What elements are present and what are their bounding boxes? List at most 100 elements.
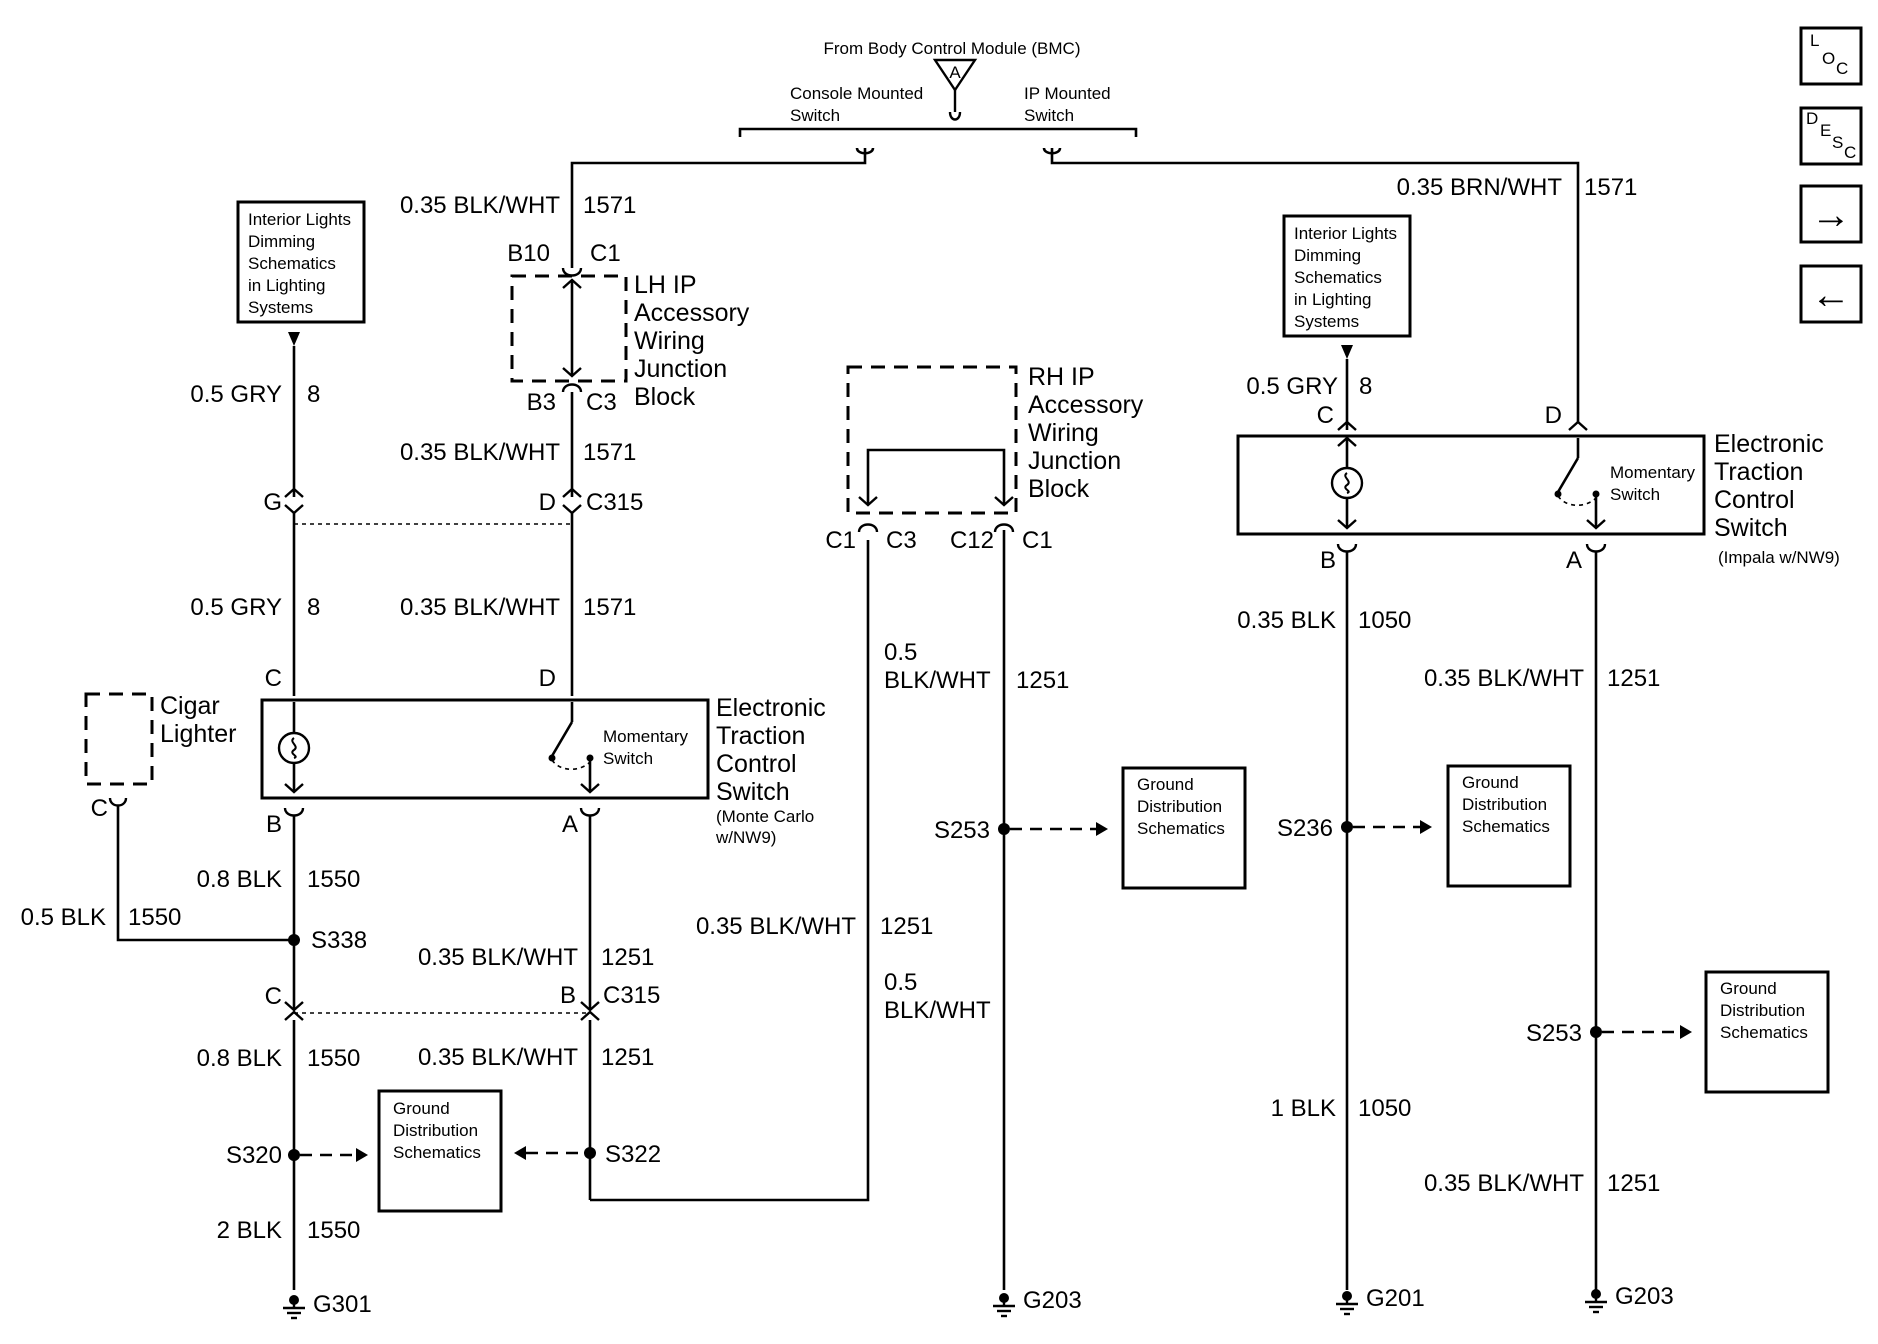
impala-label: (Impala w/NW9) xyxy=(1718,548,1840,567)
rh-ip-junction-block xyxy=(846,365,1018,515)
splice-s236-dot xyxy=(1341,821,1353,833)
ground-icon-g301 xyxy=(281,1293,307,1320)
svg-text:C: C xyxy=(1836,59,1848,78)
wire-gry-label-2: 0.5 GRY xyxy=(190,594,282,621)
rh-block-label-2: Accessory xyxy=(1028,391,1144,419)
etc-label-left-3: Control xyxy=(716,750,797,778)
ground-ref-right-upper[interactable]: Ground Distribution Schematics xyxy=(1446,764,1572,888)
rh-block-label-1: RH IP xyxy=(1028,363,1095,391)
svg-text:Distribution: Distribution xyxy=(1462,795,1547,814)
etc-label-right-2: Traction xyxy=(1714,458,1803,486)
svg-text:Schematics: Schematics xyxy=(1720,1023,1808,1042)
splice-s320-dot xyxy=(288,1149,300,1161)
svg-text:Schematics: Schematics xyxy=(1462,817,1550,836)
circuit-1251-right-label-1: 1251 xyxy=(1607,665,1660,692)
svg-text:C: C xyxy=(1844,143,1856,162)
pin-b-right: B xyxy=(1320,547,1336,574)
cigar-lighter xyxy=(84,692,154,786)
pin-a-right: A xyxy=(1566,547,1582,574)
circuit-1251-label-1: 1251 xyxy=(601,944,654,971)
wire-blkwht-label-3: 0.35 BLK/WHT xyxy=(400,594,560,621)
etc-label-right-1: Electronic xyxy=(1714,430,1824,458)
svg-text:S: S xyxy=(1832,133,1843,152)
svg-text:Schematics: Schematics xyxy=(1137,819,1225,838)
wire-gry-label-3: 0.5 GRY xyxy=(1246,373,1338,400)
circuit-1550-label-4: 1550 xyxy=(307,1217,360,1244)
momentary-label-right-2: Switch xyxy=(1610,485,1660,504)
etc-label-right-4: Switch xyxy=(1714,514,1788,542)
wire-h2-label-1: 0.5 xyxy=(884,969,917,996)
ground-g301: G301 xyxy=(313,1291,372,1318)
rh-block-label-4: Junction xyxy=(1028,447,1121,475)
ground-icon-g201 xyxy=(1334,1289,1360,1316)
pin-b-left: B xyxy=(266,811,282,838)
wire-blkwht-label-2: 0.35 BLK/WHT xyxy=(400,439,560,466)
arrow-right-icon: → xyxy=(1811,193,1851,237)
cigar-label-2: Lighter xyxy=(160,720,236,748)
pin-c-right: C xyxy=(1317,402,1334,429)
svg-text:Ground: Ground xyxy=(1462,773,1519,792)
svg-text:Distribution: Distribution xyxy=(1137,797,1222,816)
circuit-1251-label-2: 1251 xyxy=(601,1044,654,1071)
etc-label-right-3: Control xyxy=(1714,486,1795,514)
bcm-title: From Body Control Module (BMC) xyxy=(824,39,1081,58)
circuit-1571-label-4: 1571 xyxy=(1584,174,1637,201)
pin-c1-left: C1 xyxy=(590,240,621,267)
wire-1251-right-label-1: 0.35 BLK/WHT xyxy=(1424,665,1584,692)
wire-blk-label-3: 0.8 BLK xyxy=(197,1045,282,1072)
circuit-1550-label-3: 1550 xyxy=(307,1045,360,1072)
pin-c12-rh: C12 xyxy=(950,527,994,554)
bcm-bracket xyxy=(738,127,1138,137)
svg-text:Ground: Ground xyxy=(393,1099,450,1118)
wire-gry-label-1: 0.5 GRY xyxy=(190,381,282,408)
svg-text:O: O xyxy=(1822,49,1835,68)
momentary-label-left-2: Switch xyxy=(603,749,653,768)
svg-text:Distribution: Distribution xyxy=(393,1121,478,1140)
next-page-button[interactable]: → xyxy=(1799,184,1863,244)
console-switch-label-1: Console Mounted xyxy=(790,84,923,103)
circuit-1571-label-3: 1571 xyxy=(583,594,636,621)
ground-ref-left[interactable]: Ground Distribution Schematics xyxy=(377,1089,503,1213)
pin-right-feed xyxy=(1042,147,1062,155)
svg-text:Systems: Systems xyxy=(248,298,313,317)
circuit-1550-label-cigar: 1550 xyxy=(128,904,181,931)
circuit-1571-label-1: 1571 xyxy=(583,192,636,219)
lighting-ref-right[interactable]: Interior Lights Dimming Schematics in Li… xyxy=(1282,214,1412,338)
prev-page-button[interactable]: ← xyxy=(1799,264,1863,324)
wire-blk-1050-label-1: 0.35 BLK xyxy=(1237,607,1336,634)
ground-ref-mid[interactable]: Ground Distribution Schematics xyxy=(1121,766,1247,890)
splice-s338: S338 xyxy=(311,927,367,954)
pin-c1-rh-right: C1 xyxy=(1022,527,1053,554)
desc-button[interactable]: D E S C xyxy=(1799,106,1863,166)
pin-d-label: D xyxy=(539,489,556,516)
svg-text:Distribution: Distribution xyxy=(1720,1001,1805,1020)
splice-s253-mid: S253 xyxy=(934,817,990,844)
arrow-left-icon: ← xyxy=(1811,273,1851,317)
cigar-label-1: Cigar xyxy=(160,692,220,720)
ground-g201: G201 xyxy=(1366,1285,1425,1312)
circuit-1251-label-3: 1251 xyxy=(880,913,933,940)
pin-c3-left: C3 xyxy=(586,389,617,416)
wire-1251-label-3: 0.35 BLK/WHT xyxy=(696,913,856,940)
svg-text:Systems: Systems xyxy=(1294,312,1359,331)
ground-g203-right: G203 xyxy=(1615,1283,1674,1310)
circuit-1050-label-1: 1050 xyxy=(1358,607,1411,634)
lh-block-label-4: Junction xyxy=(634,355,727,383)
etc-label-left-2: Traction xyxy=(716,722,805,750)
pin-b3: B3 xyxy=(527,389,556,416)
svg-text:in Lighting: in Lighting xyxy=(248,276,326,295)
svg-text:E: E xyxy=(1820,121,1831,140)
console-switch-label-2: Switch xyxy=(790,106,840,125)
splice-s322: S322 xyxy=(605,1141,661,1168)
loc-button[interactable]: L O C xyxy=(1799,26,1863,86)
lighting-ref-left[interactable]: Interior Lights Dimming Schematics in Li… xyxy=(236,200,366,324)
etc-switch-impala xyxy=(1236,434,1706,536)
circuit-8-label-1: 8 xyxy=(307,381,320,408)
ground-icon-g203-right xyxy=(1583,1287,1609,1314)
circuit-1050-label-2: 1050 xyxy=(1358,1095,1411,1122)
lh-block-label-5: Block xyxy=(634,383,696,411)
splice-s253-right-dot xyxy=(1590,1026,1602,1038)
ground-ref-right-lower[interactable]: Ground Distribution Schematics xyxy=(1704,970,1830,1094)
circuit-8-label-2: 8 xyxy=(307,594,320,621)
svg-text:D: D xyxy=(1806,109,1818,128)
